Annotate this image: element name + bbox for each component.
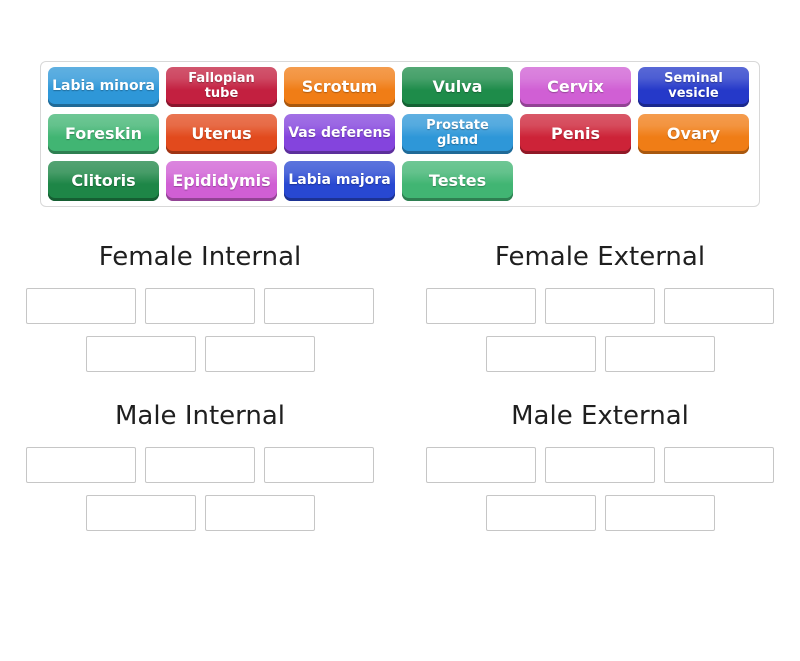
tile-prostate-gland[interactable]: Prostate gland	[402, 114, 513, 154]
group-female-internal: Female Internal	[0, 242, 400, 372]
drop-slot[interactable]	[145, 446, 255, 483]
drop-slot[interactable]	[145, 287, 255, 324]
group-title: Male Internal	[114, 400, 286, 431]
tile-labia-majora[interactable]: Labia majora	[284, 161, 395, 201]
group-female-external: Female External	[400, 242, 800, 372]
tile-fallopian-tube[interactable]: Fallopian tube	[166, 67, 277, 107]
tile-seminal-vesicle[interactable]: Seminal vesicle	[638, 67, 749, 107]
tile-labia-minora[interactable]: Labia minora	[48, 67, 159, 107]
drop-slot[interactable]	[426, 446, 536, 483]
group-slots	[24, 287, 376, 372]
drop-slot[interactable]	[545, 287, 655, 324]
group-slots	[24, 446, 376, 531]
drop-slot[interactable]	[604, 335, 715, 372]
drop-slot[interactable]	[604, 494, 715, 531]
group-title: Male External	[511, 400, 689, 431]
drop-slot[interactable]	[485, 335, 596, 372]
tile-vas-deferens[interactable]: Vas deferens	[284, 114, 395, 154]
drop-slot[interactable]	[204, 335, 315, 372]
drop-slot[interactable]	[545, 446, 655, 483]
drop-slot[interactable]	[26, 446, 136, 483]
group-slots	[424, 446, 776, 531]
tile-clitoris[interactable]: Clitoris	[48, 161, 159, 201]
tile-uterus[interactable]: Uterus	[166, 114, 277, 154]
drop-slot[interactable]	[204, 494, 315, 531]
tile-scrotum[interactable]: Scrotum	[284, 67, 395, 107]
tile-epididymis[interactable]: Epididymis	[166, 161, 277, 201]
drop-slot[interactable]	[85, 335, 196, 372]
drop-slot[interactable]	[664, 287, 774, 324]
tile-foreskin[interactable]: Foreskin	[48, 114, 159, 154]
tile-testes[interactable]: Testes	[402, 161, 513, 201]
tile-penis[interactable]: Penis	[520, 114, 631, 154]
drop-slot[interactable]	[264, 287, 374, 324]
tile-ovary[interactable]: Ovary	[638, 114, 749, 154]
tile-cervix[interactable]: Cervix	[520, 67, 631, 107]
drop-slot[interactable]	[26, 287, 136, 324]
group-title: Female External	[494, 242, 706, 272]
group-male-external: Male External	[400, 400, 800, 531]
drop-slot[interactable]	[264, 446, 374, 483]
group-male-internal: Male Internal	[0, 400, 400, 531]
group-title: Female Internal	[98, 242, 302, 272]
drop-slot[interactable]	[664, 446, 774, 483]
group-slots	[424, 287, 776, 372]
drop-slot[interactable]	[485, 494, 596, 531]
drop-slot[interactable]	[426, 287, 536, 324]
drop-slot[interactable]	[85, 494, 196, 531]
tile-vulva[interactable]: Vulva	[402, 67, 513, 107]
